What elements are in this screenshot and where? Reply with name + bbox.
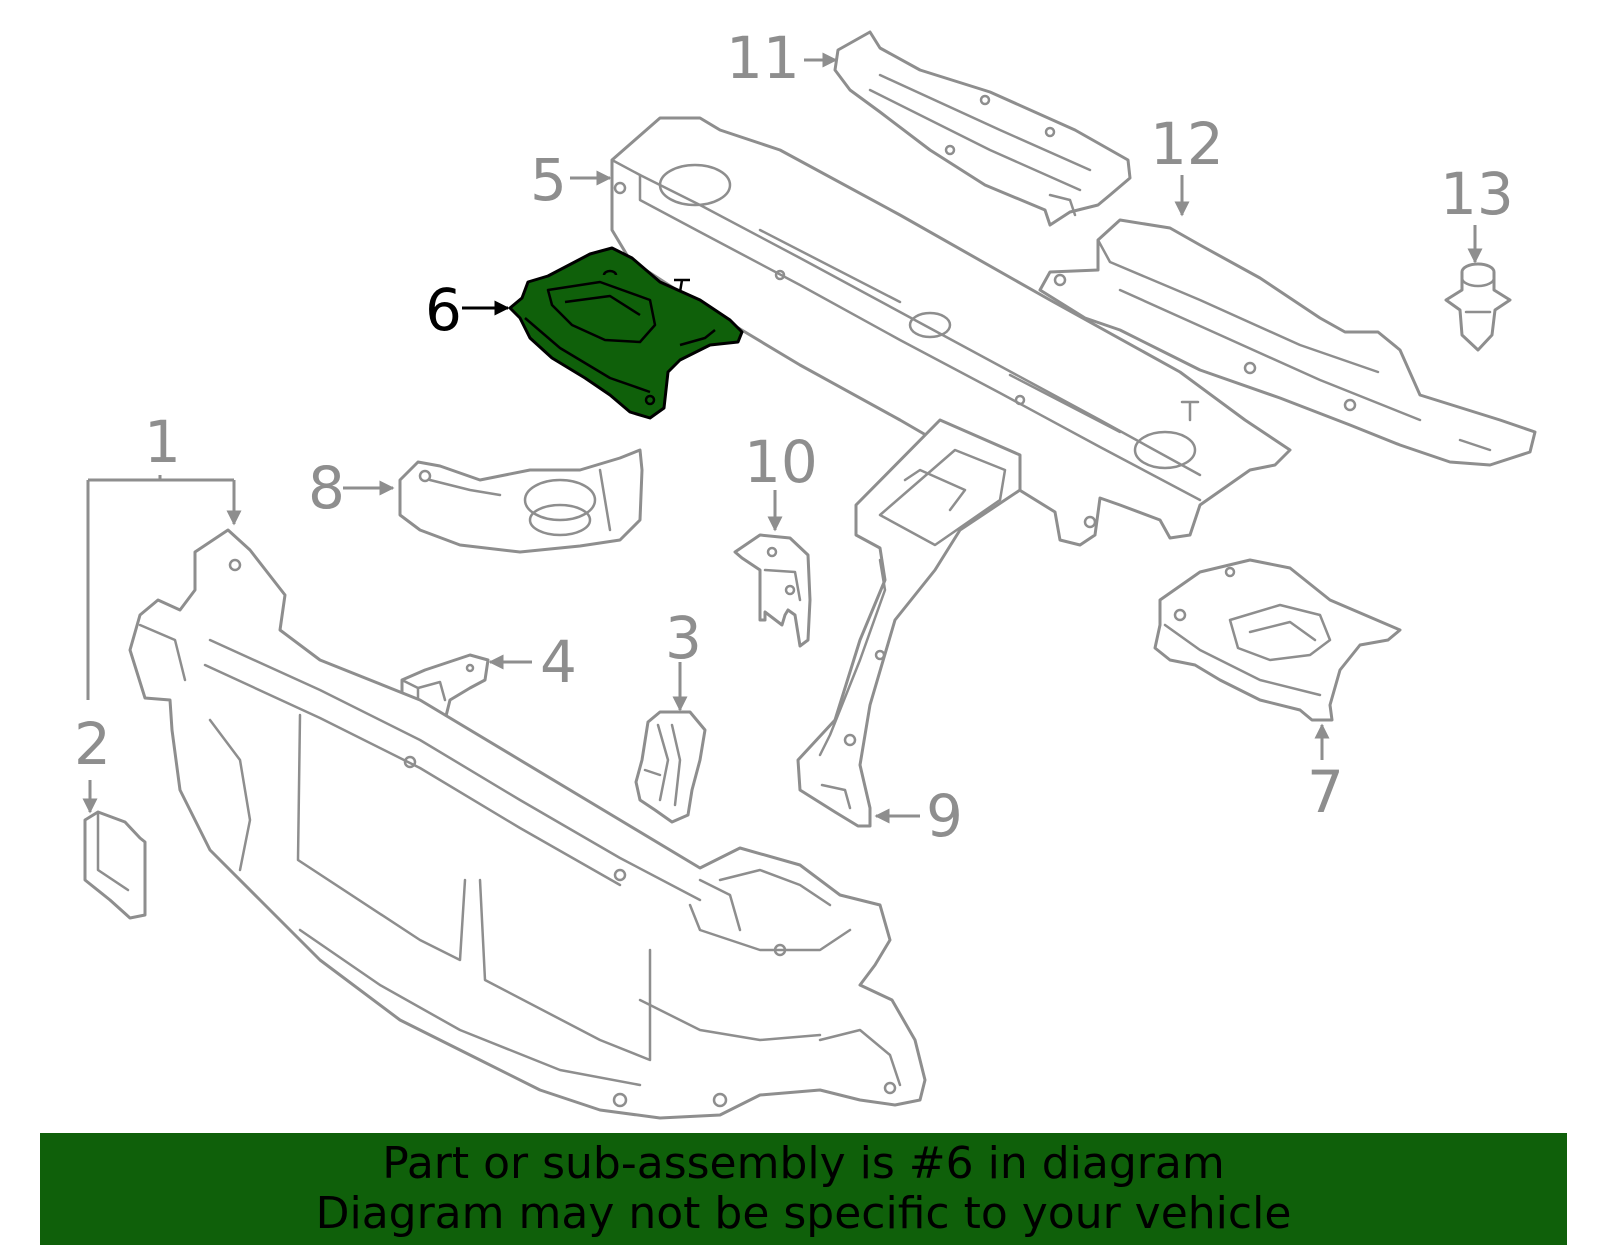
part-11 xyxy=(833,30,1132,227)
callout-13: 13 xyxy=(1440,160,1514,228)
callout-10: 10 xyxy=(744,428,818,496)
part-3 xyxy=(634,710,707,824)
callout-labels: 1 2 3 4 5 6 7 8 9 10 11 12 13 xyxy=(74,24,1514,850)
callout-2: 2 xyxy=(74,710,111,778)
callout-4: 4 xyxy=(540,628,577,696)
part-6-shape xyxy=(508,246,744,420)
part-6-highlighted xyxy=(508,246,744,420)
part-8 xyxy=(398,448,644,554)
callout-1: 1 xyxy=(144,408,181,476)
part-5 xyxy=(610,116,1292,547)
part-7 xyxy=(1153,558,1402,722)
banner-line-1: Part or sub-assembly is #6 in diagram xyxy=(382,1138,1225,1189)
callout-11: 11 xyxy=(726,24,800,92)
info-banner: Part or sub-assembly is #6 in diagram Di… xyxy=(40,1133,1567,1245)
callout-7: 7 xyxy=(1307,758,1344,826)
callout-8: 8 xyxy=(308,454,345,522)
part-2 xyxy=(83,810,147,920)
leader-lines xyxy=(82,52,1483,824)
part-1 xyxy=(128,528,927,1120)
part-12 xyxy=(1038,218,1537,467)
callout-5: 5 xyxy=(530,146,567,214)
part-9 xyxy=(796,418,1022,828)
callout-3: 3 xyxy=(665,604,702,672)
callout-9: 9 xyxy=(926,782,963,850)
callout-6: 6 xyxy=(425,276,462,344)
callout-12: 12 xyxy=(1150,110,1224,178)
part-13 xyxy=(1444,262,1512,352)
part-10 xyxy=(733,533,812,648)
banner-line-2: Diagram may not be specific to your vehi… xyxy=(315,1188,1292,1239)
